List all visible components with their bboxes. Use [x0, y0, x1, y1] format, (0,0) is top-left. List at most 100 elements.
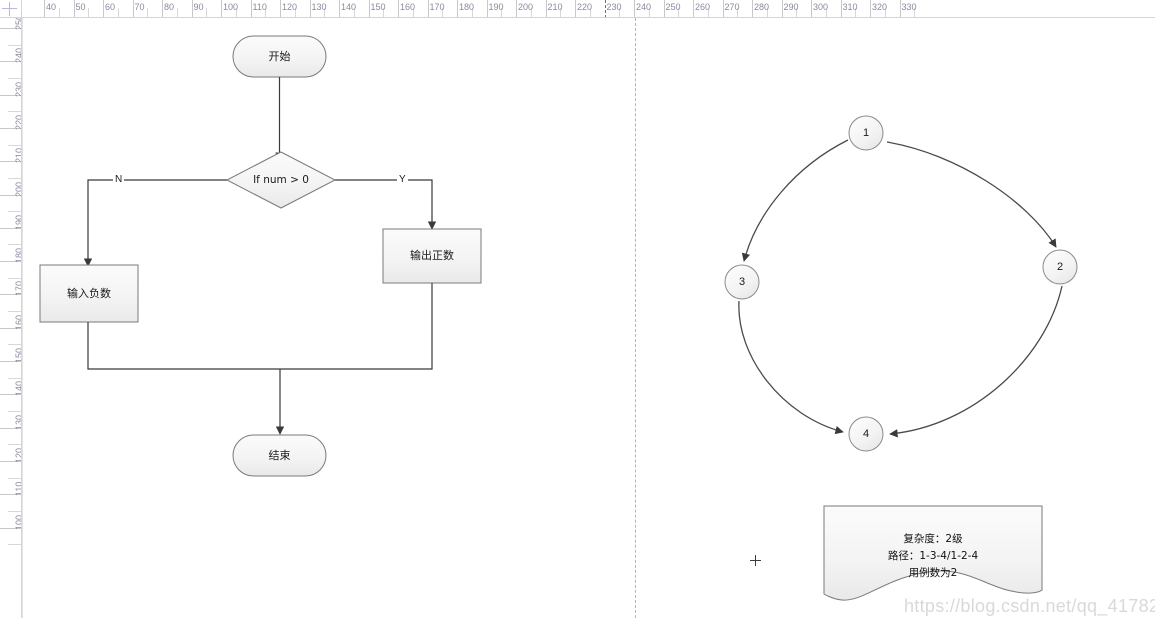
ruler-tick-minor	[88, 8, 90, 17]
graph-node-2[interactable]	[1042, 249, 1078, 285]
ruler-tick-major	[899, 0, 901, 17]
ruler-tick-minor	[8, 544, 21, 546]
note-line-3: 用例数为2	[908, 567, 958, 579]
ruler-tick-minor	[8, 444, 21, 446]
ruler-tick-minor	[58, 8, 60, 17]
ruler-tick-major	[280, 0, 281, 17]
ruler-tick-major	[634, 0, 635, 17]
ruler-label: 330	[901, 2, 917, 12]
ruler-label: 250	[665, 2, 681, 12]
ruler-tick-major	[486, 0, 488, 17]
ruler-tick-minor	[707, 8, 709, 17]
ruler-tick-major	[398, 0, 399, 17]
ruler-label: 300	[813, 2, 829, 12]
flow-edge-label-n: N	[113, 174, 125, 185]
ruler-tick-minor	[737, 8, 739, 17]
ruler-label: 140	[341, 2, 357, 12]
ruler-tick-minor	[825, 8, 827, 17]
ruler-tick-major	[545, 0, 547, 17]
ruler-tick-major	[0, 61, 21, 63]
ruler-label: 40	[46, 2, 57, 12]
flow-node-end[interactable]	[232, 434, 327, 477]
ruler-tick-major	[0, 127, 21, 129]
ruler-tick-major	[811, 0, 812, 17]
ruler-tick-minor	[884, 8, 886, 17]
ruler-tick-major	[781, 0, 783, 17]
ruler-tick-minor	[324, 8, 326, 17]
ruler-label: 110	[14, 481, 22, 497]
graph-node-1-label: 1	[862, 127, 870, 139]
ruler-tick-minor	[8, 111, 21, 113]
ruler-tick-major	[0, 494, 21, 496]
graph-node-4[interactable]	[848, 416, 884, 452]
ruler-label: 60	[105, 2, 116, 12]
graph-node-1[interactable]	[848, 115, 884, 151]
ruler-tick-minor	[412, 8, 414, 17]
ruler-tick-major	[103, 0, 104, 17]
ruler-label: 280	[754, 2, 770, 12]
ruler-tick-major	[0, 94, 21, 96]
ruler-tick-major	[0, 427, 21, 429]
ruler-tick-major	[309, 0, 311, 17]
ruler-label: 120	[282, 2, 298, 12]
ruler-tick-minor	[530, 8, 532, 17]
ruler-tick-minor	[8, 377, 21, 379]
ruler-tick-minor	[8, 344, 21, 346]
ruler-tick-minor	[501, 8, 503, 17]
ruler-tick-major	[0, 161, 21, 163]
note-document-shape[interactable]	[823, 505, 1043, 601]
ruler-tick-major	[575, 0, 576, 17]
ruler-label: 190	[488, 2, 504, 12]
watermark-text: https://blog.csdn.net/qq_41782425	[904, 596, 1155, 616]
ruler-tick-minor	[117, 8, 119, 17]
ruler-label: 190	[14, 214, 22, 230]
ruler-tick-minor	[147, 8, 149, 17]
ruler-tick-minor	[8, 177, 21, 179]
ruler-tick-minor	[176, 8, 178, 17]
ruler-tick-major	[132, 0, 134, 17]
ruler-label: 220	[14, 114, 22, 130]
ruler-label: 180	[459, 2, 475, 12]
shapes-layer	[39, 35, 1078, 601]
ruler-tick-minor	[8, 311, 21, 313]
ruler-label: 270	[724, 2, 740, 12]
graph-node-3-label: 3	[738, 276, 746, 288]
graph-edge-3-4	[738, 300, 844, 435]
flow-node-output-positive[interactable]	[382, 228, 482, 284]
ruler-tick-minor	[914, 8, 916, 17]
ruler-tick-major	[870, 0, 871, 17]
ruler-label: 230	[14, 81, 22, 97]
ruler-tick-minor	[8, 77, 21, 79]
ruler-origin-crosshair-icon	[2, 2, 17, 16]
graph-node-3[interactable]	[724, 264, 760, 300]
flow-node-decision[interactable]	[225, 151, 337, 209]
ruler-tick-minor	[471, 8, 473, 17]
graph-node-4-label: 4	[862, 428, 870, 440]
drawing-canvas[interactable]: 开始 If num > 0 输入负数 输出正数 结束 N Y 1 2 3 4 复…	[22, 18, 1155, 618]
ruler-label: 160	[14, 314, 22, 330]
flow-node-input-negative[interactable]	[39, 264, 139, 323]
ruler-tick-major	[0, 394, 21, 396]
flow-node-start[interactable]	[232, 35, 327, 78]
ruler-label: 180	[14, 248, 22, 264]
ruler-tick-major	[0, 460, 21, 462]
ruler-label: 120	[14, 447, 22, 463]
ruler-label: 320	[872, 2, 888, 12]
ruler-label: 50	[75, 2, 86, 12]
ruler-tick-major	[0, 28, 21, 29]
ruler-corner[interactable]	[0, 0, 22, 18]
ruler-tick-minor	[8, 510, 21, 512]
ruler-tick-major	[339, 0, 340, 17]
ruler-tick-major	[0, 327, 21, 329]
ruler-label: 70	[134, 2, 145, 12]
ruler-tick-minor	[648, 8, 650, 17]
ruler-tick-minor	[8, 144, 21, 146]
canvas-left-edge	[22, 18, 23, 618]
ruler-label: 80	[164, 2, 175, 12]
ruler-label: 220	[577, 2, 593, 12]
ruler-tick-minor	[8, 410, 21, 412]
vertical-ruler[interactable]: 2502402302202102001901801701601501401301…	[0, 18, 22, 618]
ruler-tick-minor	[560, 8, 562, 17]
